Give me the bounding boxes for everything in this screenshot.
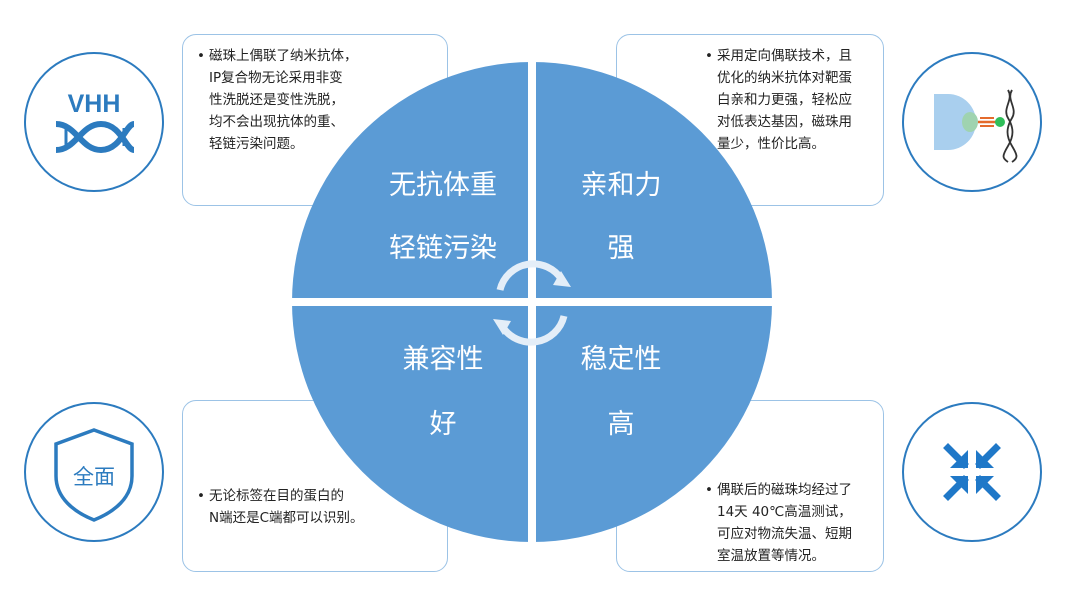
- quadrant-tl-line2: 轻链污染: [389, 233, 497, 264]
- quadrant-bl-line1: 兼容性: [403, 344, 484, 375]
- quadrant-tr-line2: 强: [608, 233, 635, 264]
- shield-icon: 全面: [24, 402, 164, 542]
- quadrant-bl-line2: 好: [430, 409, 457, 440]
- card-text: 采用定向偶联技术，且 优化的纳米抗体对靶蛋 白亲和力更强，轻松应 对低表达基因，…: [705, 45, 871, 155]
- card-text: 偶联后的磁珠均经过了 14天 40℃高温测试， 可应对物流失温、短期 室温放置等…: [705, 479, 871, 567]
- card-text: 磁珠上偶联了纳米抗体， IP复合物无论采用非变 性洗脱还是变性洗脱， 均不会出现…: [197, 45, 435, 155]
- quadrant-br-line1: 稳定性: [581, 344, 662, 375]
- bead-antibody-icon: [902, 52, 1042, 192]
- vhh-label: VHH: [68, 90, 121, 118]
- cycle-arrows-icon: [493, 260, 571, 346]
- quadrant-bottom-left: [292, 306, 528, 542]
- quadrant-br-line2: 高: [608, 409, 635, 440]
- quadrant-tl-line1: 无抗体重: [389, 170, 497, 201]
- shield-label: 全面: [73, 465, 115, 489]
- compress-arrows-icon: [902, 402, 1042, 542]
- quadrant-bottom-right: [536, 306, 772, 542]
- vhh-dna-icon: VHH: [24, 52, 164, 192]
- card-text: 无论标签在目的蛋白的 N端还是C端都可以识别。: [197, 485, 435, 529]
- quadrant-tr-line1: 亲和力: [581, 170, 662, 201]
